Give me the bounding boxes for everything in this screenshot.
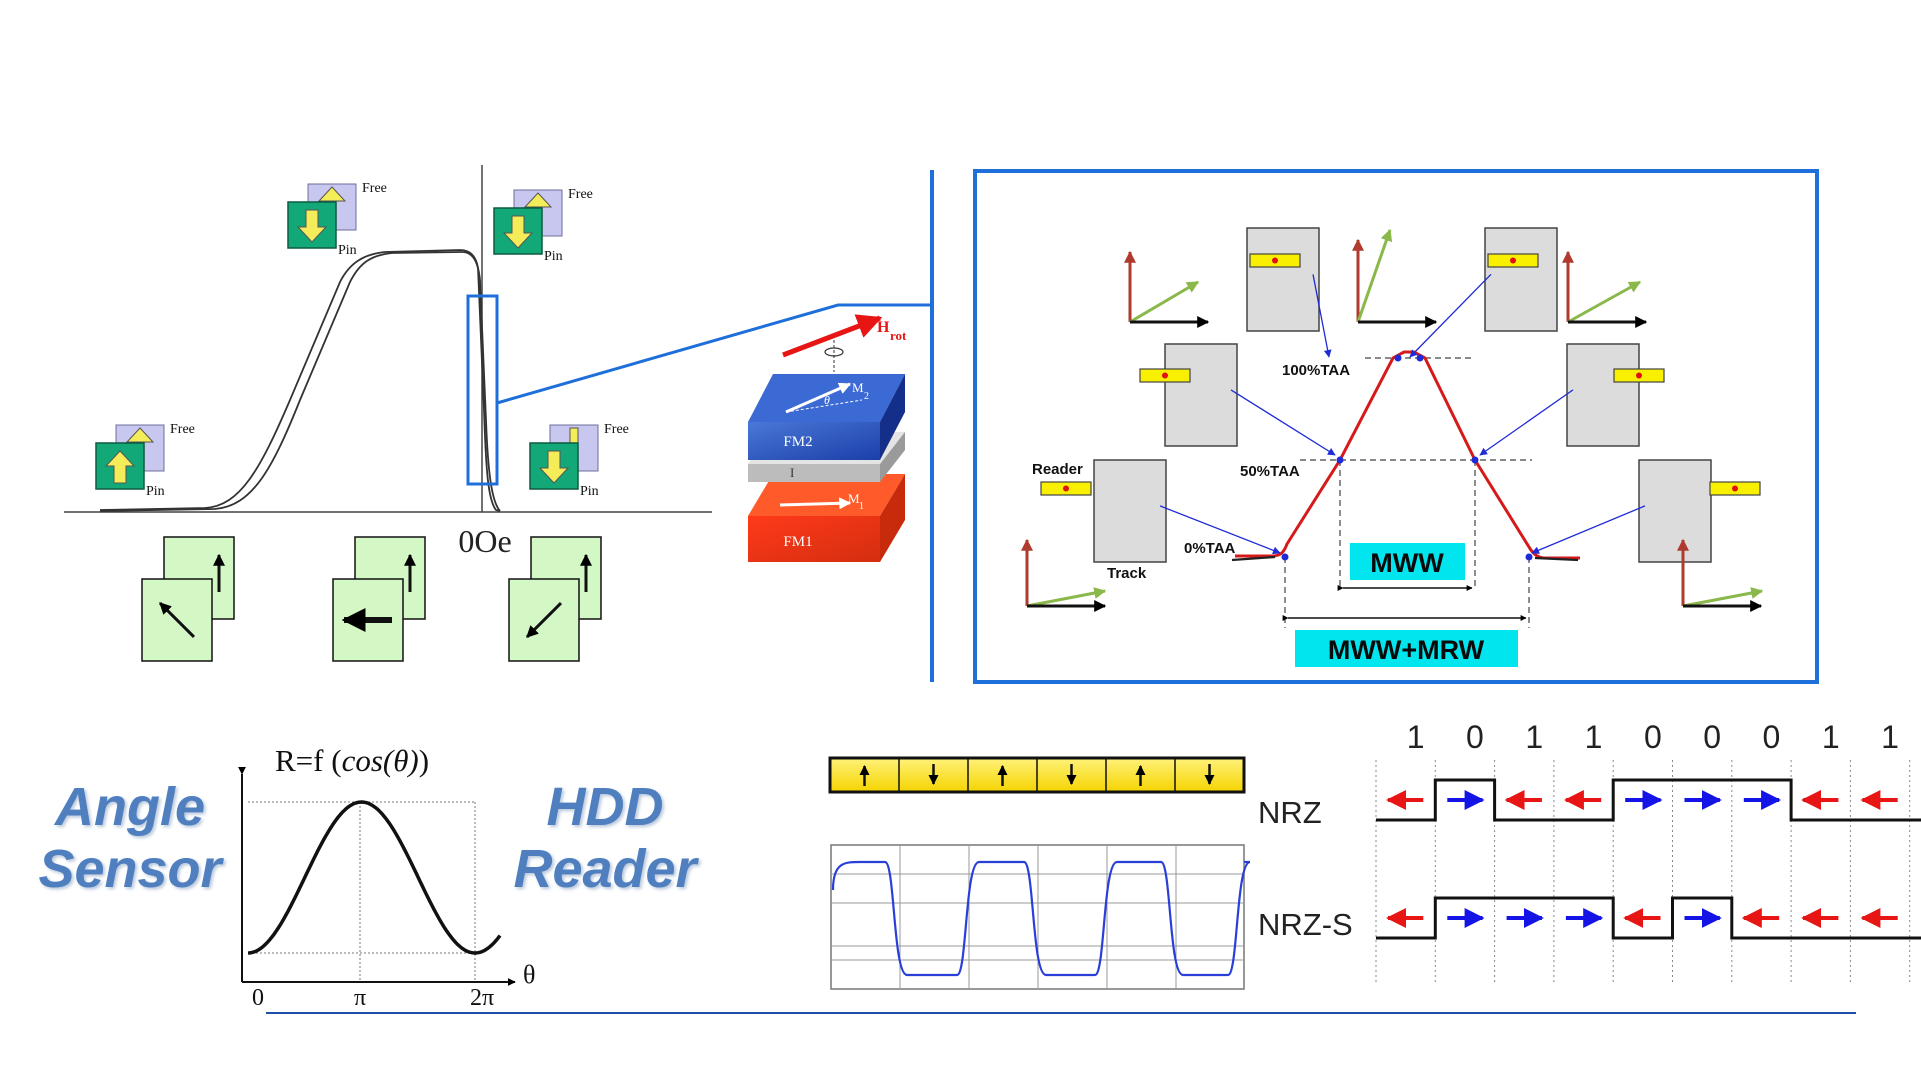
encoding-panel: NRZ NRZ-S 1 0 1 1 0 0 0 1 1 [1258, 719, 1921, 985]
pin-label: Pin [146, 484, 165, 499]
reader-sensor-dot [1272, 258, 1278, 264]
hysteresis-panel: 0Oe [64, 165, 712, 559]
angle-plot-x-symbol: θ [523, 960, 535, 989]
bit-label: 0 [1466, 719, 1484, 755]
bit-label: 1 [1585, 719, 1603, 755]
reader-shield [1094, 460, 1166, 562]
magnetization-pair-3 [509, 537, 601, 661]
pin-label: Pin [580, 484, 599, 499]
reader-shield [1165, 344, 1237, 446]
reader-sensor-dot [1636, 373, 1642, 379]
free-label: Free [362, 181, 387, 196]
m1-subscript: 1 [859, 501, 864, 512]
m2-label: M [852, 380, 864, 395]
reader-sensor-dot [1063, 486, 1069, 492]
level-0-label: 0%TAA [1184, 540, 1236, 557]
readback-waveform [831, 845, 1250, 989]
hysteresis-curve-upper [100, 250, 500, 511]
fm2-label: FM2 [783, 434, 812, 450]
bit-label: 1 [1525, 719, 1543, 755]
bit-label: 0 [1763, 719, 1781, 755]
hysteresis-curve-lower [100, 252, 500, 511]
free-label: Free [568, 187, 593, 202]
track-label: Track [1107, 565, 1147, 582]
bit-label: 1 [1822, 719, 1840, 755]
angle-plot-title: R=f (cos(θ)) [275, 743, 429, 778]
barrier-label: I [790, 465, 794, 480]
profile-point-0-left [1282, 554, 1289, 561]
bit-label: 1 [1881, 719, 1899, 755]
profile-point-100-right [1417, 355, 1424, 362]
nrz-label: NRZ [1258, 795, 1322, 830]
bit-label: 0 [1644, 719, 1662, 755]
fm2-front-face [748, 422, 880, 460]
reader-sensor-dot [1732, 486, 1738, 492]
profile-point-50-right [1472, 457, 1479, 464]
mww-label: MWW [1370, 548, 1444, 578]
zero-field-label: 0Oe [458, 523, 511, 559]
level-50-label: 50%TAA [1240, 463, 1300, 480]
reader-sensor-dot [1510, 258, 1516, 264]
angle-tick-pi: π [354, 985, 366, 1011]
track-profile-panel: 100%TAA 50%TAA 0%TAA Reader Track MWW MW… [975, 171, 1817, 682]
magnetization-pair-2 [333, 537, 425, 661]
profile-point-100-left [1395, 355, 1402, 362]
level-100-label: 100%TAA [1282, 362, 1350, 379]
angle-tick-2pi: 2π [470, 985, 494, 1011]
angle-tick-0: 0 [252, 985, 264, 1011]
field-subscript: rot [890, 328, 907, 343]
angle-response-curve [248, 802, 500, 953]
reader-sensor-dot [1162, 373, 1168, 379]
reader-shield [1247, 228, 1319, 331]
layer-icon-4: FreePin [530, 422, 629, 499]
reader-shield [1639, 460, 1711, 562]
reader-shield [1485, 228, 1557, 331]
reader-label: Reader [1032, 461, 1083, 478]
pin-label: Pin [544, 249, 563, 264]
free-label: Free [604, 422, 629, 437]
free-label: Free [170, 422, 195, 437]
fm1-label: FM1 [783, 534, 812, 550]
magnetization-pair-1 [142, 537, 234, 661]
nrzs-label: NRZ-S [1258, 907, 1353, 942]
mww-mrw-label: MWW+MRW [1328, 635, 1485, 665]
angle-sensor-label: Angle Sensor [30, 776, 230, 900]
theta-label: θ [824, 393, 830, 407]
field-label: H [877, 319, 890, 336]
m2-subscript: 2 [864, 391, 869, 402]
reader-shield [1567, 344, 1639, 446]
hdd-reader-label: HDD Reader [510, 776, 700, 900]
bit-label: 1 [1407, 719, 1425, 755]
pin-label: Pin [338, 243, 357, 258]
fm1-front-face [748, 516, 880, 562]
profile-point-0-right [1526, 554, 1533, 561]
domain-bar [830, 758, 1244, 792]
profile-point-50-left [1337, 457, 1344, 464]
angle-plot: R=f (cos(θ)) θ 0 π 2π [242, 743, 535, 1011]
bit-label: 0 [1703, 719, 1721, 755]
layer-icon-1: FreePin [288, 181, 387, 258]
rotating-field-arrow [783, 318, 880, 355]
barrier-front-face [748, 464, 880, 482]
mtj-stack: H rot M 1 FM1 I θ M 2 FM2 [748, 318, 907, 562]
m1-arrow [780, 503, 850, 505]
